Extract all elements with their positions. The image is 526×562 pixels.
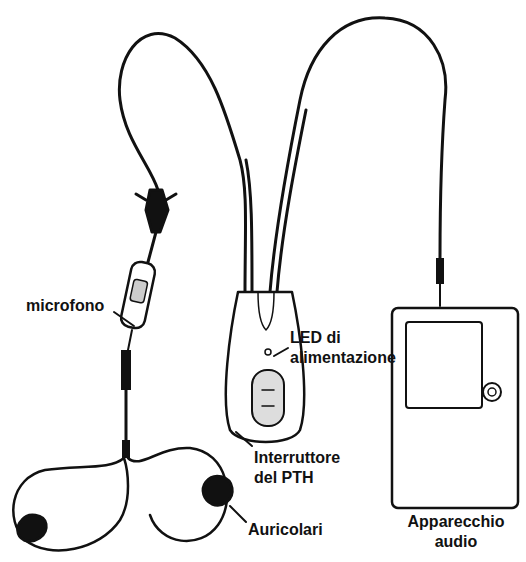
jack-plug <box>121 350 131 390</box>
earbud <box>203 476 232 505</box>
clip <box>146 190 168 232</box>
jack-tip <box>128 330 132 350</box>
splitter <box>122 440 130 458</box>
clip-jaw <box>136 194 176 200</box>
earbud <box>18 515 46 541</box>
part-label: Auricolari <box>248 520 323 540</box>
button-ridge <box>262 390 274 406</box>
power-led <box>265 349 271 355</box>
part-label: microfono <box>26 296 104 316</box>
cable <box>246 160 252 292</box>
device-button <box>483 383 501 401</box>
device-screen <box>406 322 482 408</box>
part-label: LED di alimentazione <box>290 328 414 368</box>
cable <box>148 232 156 262</box>
jack-plug <box>436 258 444 284</box>
leader-line <box>230 506 246 522</box>
module-notch <box>258 292 274 330</box>
cable <box>270 18 446 292</box>
audio-device <box>392 308 518 508</box>
part-label: Apparecchio audio <box>400 512 512 552</box>
part-label: Interruttore del PTH <box>254 448 362 488</box>
leader-line <box>236 432 252 446</box>
earbud-loop <box>13 458 128 550</box>
ptt-module <box>226 292 304 442</box>
device-button <box>488 388 496 396</box>
leader-line <box>274 348 288 356</box>
ptt-button <box>252 370 284 426</box>
jack-tip <box>439 284 441 306</box>
cable <box>277 110 306 292</box>
cable <box>119 34 245 292</box>
leader-line <box>114 312 134 326</box>
